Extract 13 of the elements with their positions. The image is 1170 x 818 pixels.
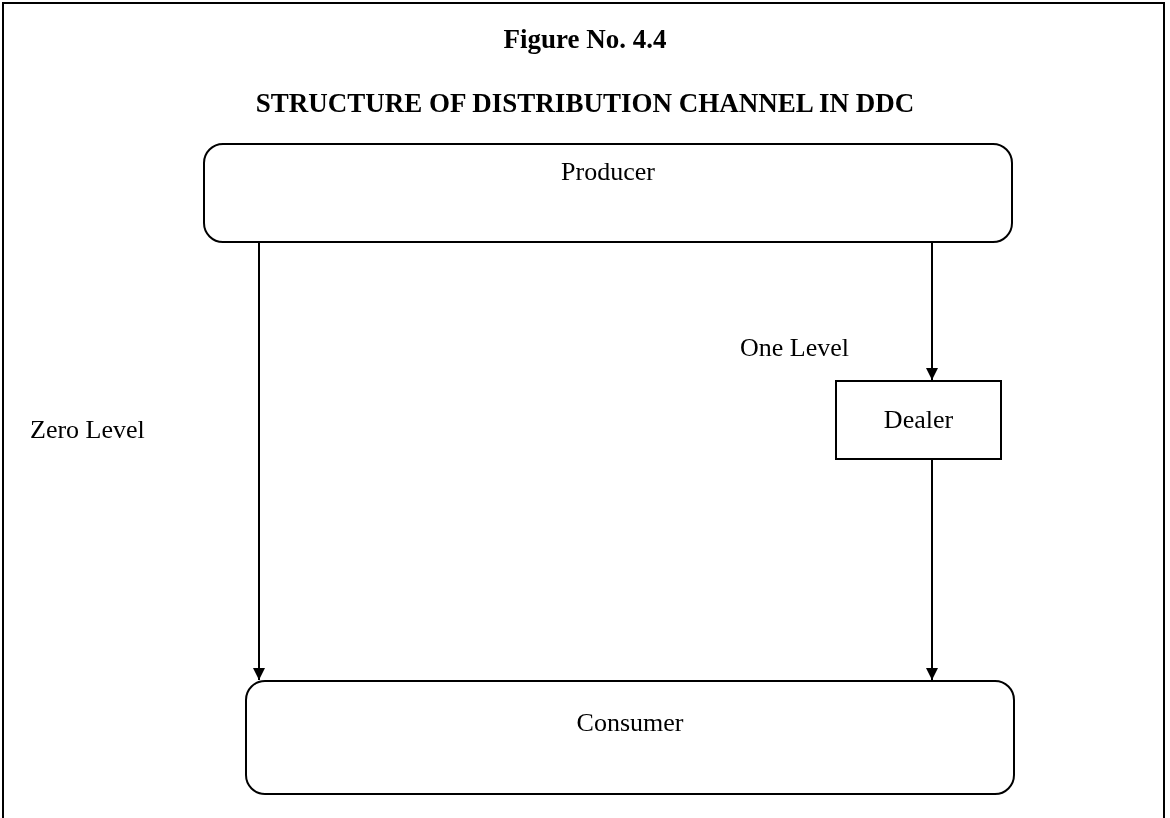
arrow [926,459,938,681]
figure-heading: STRUCTURE OF DISTRIBUTION CHANNEL IN DDC [254,88,916,119]
edge-label: Zero Level [30,415,145,445]
node-label: Dealer [883,405,954,435]
edge-label: One Level [740,333,849,363]
node-label: Producer [561,157,655,187]
arrow [926,242,938,381]
figure-title: Figure No. 4.4 [502,24,668,55]
node-label: Consumer [576,708,684,738]
process-box [835,380,1002,460]
arrow [253,242,265,681]
rounded-box [203,143,1013,243]
rounded-box [245,680,1015,795]
